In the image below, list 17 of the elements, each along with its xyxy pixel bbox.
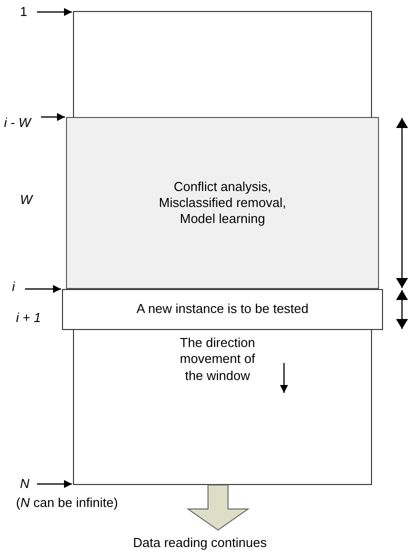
node-label: i (12, 279, 22, 297)
block-arrow (186, 484, 250, 531)
node-label: i - W (4, 115, 38, 133)
arrow (41, 113, 65, 121)
arrow (25, 285, 61, 293)
arrow (37, 480, 72, 488)
instance-box (62, 289, 383, 330)
box-text: Conflict analysis, Misclassified removal, Model learning (158, 178, 288, 228)
label-text: W (20, 192, 34, 208)
label-text: (N can be infinite) (16, 495, 119, 512)
direction-text: The direction movement of the window (178, 335, 256, 384)
node-label: Data reading continues (133, 535, 303, 553)
box-text: A new instance is to be tested (136, 301, 308, 318)
node-label: 1 (20, 4, 34, 20)
node-label: N (20, 476, 34, 492)
arrow (37, 8, 72, 16)
label-text: i + 1 (16, 310, 42, 326)
